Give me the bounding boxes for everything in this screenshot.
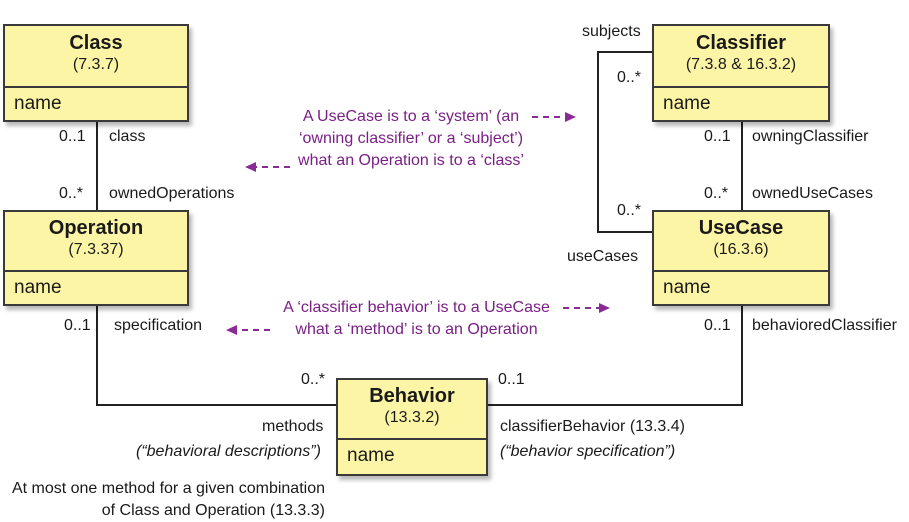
classifier-attribute: name [663,93,711,114]
class-role: class [109,128,146,145]
class-multiplicity: 0..1 [59,128,86,145]
method-footnote: At most one method for a given combinati… [4,478,325,522]
owned-operations-multiplicity: 0..* [59,185,84,202]
class-box-usecase: UseCase (16.3.6) name [652,210,830,306]
subjects-usecases-association [597,51,652,233]
usecase-analogy-line-2: ‘owning classifier’ or a ‘subject’) [298,130,524,147]
method-footnote-line-2: of Class and Operation (13.3.3) [101,502,325,519]
owning-classifier-multiplicity: 0..1 [704,128,731,145]
arrow-top-left-head [245,162,256,172]
operation-section: (7.3.37) [68,241,124,258]
usecase-name: UseCase [698,217,784,239]
classifier-behavior-role: classifierBehavior (13.3.4) [500,418,685,435]
methods-multiplicity: 0..* [301,371,326,388]
usecase-analogy-line-1: A UseCase is to a ‘system’ (an [302,108,520,125]
class-box-class: Class (7.3.7) name [3,24,189,122]
owned-usecases-role: ownedUseCases [752,185,873,202]
operation-attribute: name [14,277,62,298]
usecase-section: (16.3.6) [713,241,769,258]
behavior-section: (13.3.2) [384,409,440,426]
behavior-name: Behavior [369,385,455,407]
arrow-mid-right-head [599,303,610,313]
usecases-role: useCases [567,248,639,265]
class-name: Class [69,32,123,54]
classifier-name: Classifier [695,32,787,54]
class-section: (7.3.7) [72,56,120,73]
operation-name: Operation [48,217,144,239]
class-box-operation: Operation (7.3.37) name [3,210,189,306]
operation-behavior-association [96,306,336,406]
behavior-header: Behavior (13.3.2) [338,380,486,440]
usecase-analogy-line-3: what an Operation is to a ‘class’ [298,152,524,169]
operation-header: Operation (7.3.37) [5,212,187,272]
owned-usecases-multiplicity: 0..* [704,185,729,202]
classifier-behavior-analogy-line-2: what a ‘method’ is to an Operation [295,321,538,338]
behaviored-classifier-multiplicity: 0..1 [704,317,731,334]
specification-multiplicity: 0..1 [64,317,91,334]
methods-role: methods [262,418,324,435]
owning-classifier-role: owningClassifier [752,128,869,145]
usecase-behavior-association [488,306,743,406]
classifier-behavior-analogy-line-1: A ‘classifier behavior’ is to a UseCase [283,299,550,316]
usecase-analogy-note: A UseCase is to a ‘system’ (an ‘owning c… [290,106,532,172]
subjects-multiplicity: 0..* [617,69,642,86]
method-footnote-line-1: At most one method for a given combinati… [11,480,325,497]
classifier-header: Classifier (7.3.8 & 16.3.2) [654,26,828,88]
methods-note: (“behavioral descriptions”) [136,443,321,460]
classifier-behavior-multiplicity: 0..1 [498,371,525,388]
class-box-classifier: Classifier (7.3.8 & 16.3.2) name [652,24,830,122]
specification-role: specification [114,317,203,334]
arrow-top-right-head [565,112,576,122]
classifier-behavior-note: (“behavior specification”) [500,443,676,460]
usecase-attribute: name [663,277,711,298]
usecases-multiplicity: 0..* [617,202,642,219]
class-box-behavior: Behavior (13.3.2) name [336,378,488,476]
class-header: Class (7.3.7) [5,26,187,88]
subjects-role: subjects [582,23,641,40]
behavior-attribute: name [347,445,395,466]
classifier-behavior-analogy-note: A ‘classifier behavior’ is to a UseCase … [270,297,563,341]
classifier-section: (7.3.8 & 16.3.2) [685,56,797,73]
arrow-mid-left-head [226,325,237,335]
usecase-header: UseCase (16.3.6) [654,212,828,272]
class-attribute: name [14,93,62,114]
behaviored-classifier-role: behavioredClassifier [752,317,897,334]
owned-operations-role: ownedOperations [109,185,235,202]
